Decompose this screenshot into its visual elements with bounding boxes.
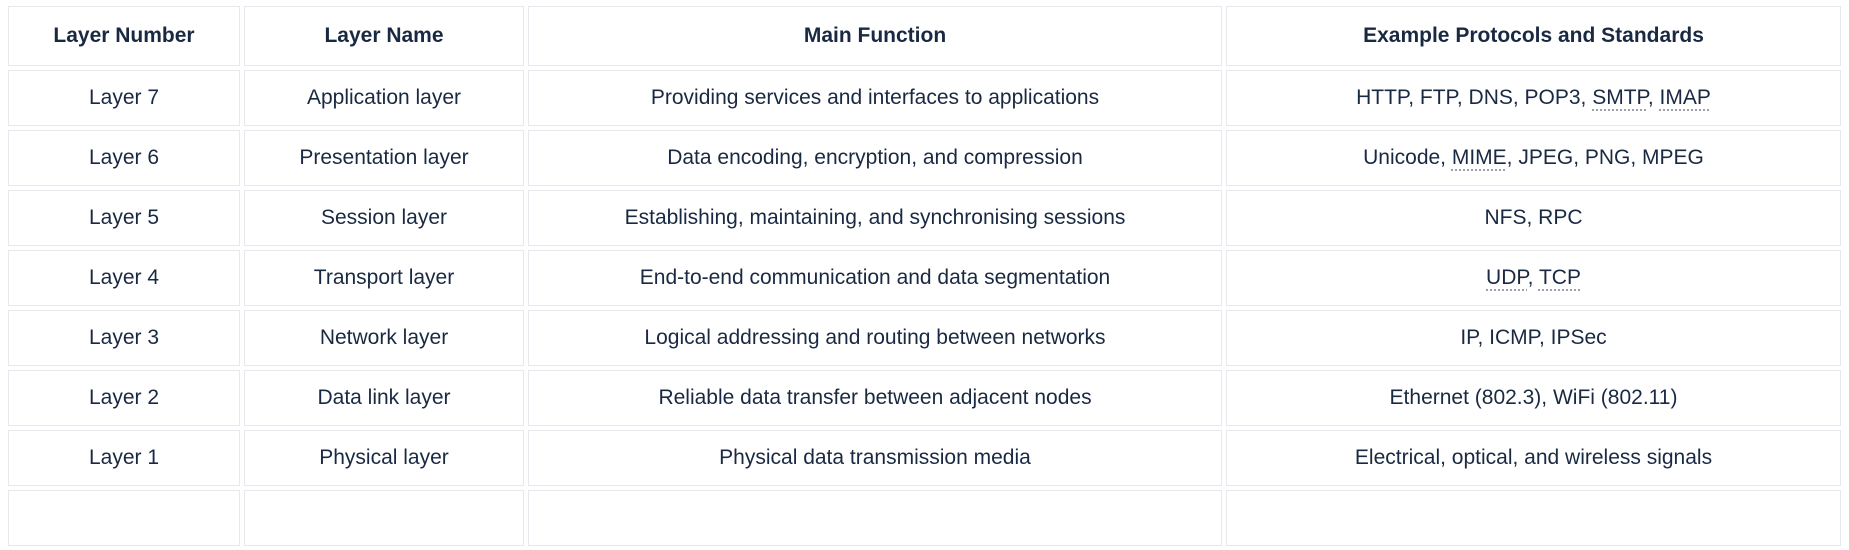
cell-layer-number: Layer 5 [8,190,240,246]
cell-empty [1226,490,1841,546]
cell-main-function: Data encoding, encryption, and compressi… [528,130,1222,186]
cell-main-function: Logical addressing and routing between n… [528,310,1222,366]
cell-layer-number: Layer 4 [8,250,240,306]
column-header-layer-name: Layer Name [244,6,524,66]
protocol-abbr[interactable]: MIME [1451,146,1507,169]
cell-layer-name: Session layer [244,190,524,246]
cell-empty [528,490,1222,546]
cell-layer-name: Physical layer [244,430,524,486]
cell-layer-name: Presentation layer [244,130,524,186]
cell-protocols: IP, ICMP, IPSec [1226,310,1841,366]
cell-protocols: Unicode, MIME, JPEG, PNG, MPEG [1226,130,1841,186]
column-header-main-function: Main Function [528,6,1222,66]
cell-main-function: Providing services and interfaces to app… [528,70,1222,126]
cell-empty [244,490,524,546]
cell-protocols: NFS, RPC [1226,190,1841,246]
cell-protocols: HTTP, FTP, DNS, POP3, SMTP, IMAP [1226,70,1841,126]
cell-layer-name: Data link layer [244,370,524,426]
protocol-abbr[interactable]: TCP [1538,266,1581,289]
table-row-partial [8,490,1841,546]
cell-layer-name: Application layer [244,70,524,126]
cell-layer-name: Transport layer [244,250,524,306]
cell-layer-number: Layer 3 [8,310,240,366]
protocol-abbr[interactable]: UDP [1486,266,1528,289]
cell-main-function: Reliable data transfer between adjacent … [528,370,1222,426]
cell-main-function: End-to-end communication and data segmen… [528,250,1222,306]
cell-main-function: Physical data transmission media [528,430,1222,486]
cell-layer-name: Network layer [244,310,524,366]
cell-main-function: Establishing, maintaining, and synchroni… [528,190,1222,246]
cell-layer-number: Layer 7 [8,70,240,126]
cell-protocols: Ethernet (802.3), WiFi (802.11) [1226,370,1841,426]
protocol-abbr[interactable]: IMAP [1659,86,1711,109]
cell-layer-number: Layer 6 [8,130,240,186]
column-header-layer-number: Layer Number [8,6,240,66]
column-header-protocols: Example Protocols and Standards [1226,6,1841,66]
cell-layer-number: Layer 2 [8,370,240,426]
cell-layer-number: Layer 1 [8,430,240,486]
table-header: Layer Number Layer Name Main Function Ex… [8,6,1841,66]
table-header-row: Layer Number Layer Name Main Function Ex… [8,6,1841,66]
cell-protocols: Electrical, optical, and wireless signal… [1226,430,1841,486]
cell-empty [8,490,240,546]
cell-protocols: UDP, TCP [1226,250,1841,306]
protocol-abbr[interactable]: SMTP [1592,86,1648,109]
osi-layers-table: Layer Number Layer Name Main Function Ex… [4,2,1845,550]
